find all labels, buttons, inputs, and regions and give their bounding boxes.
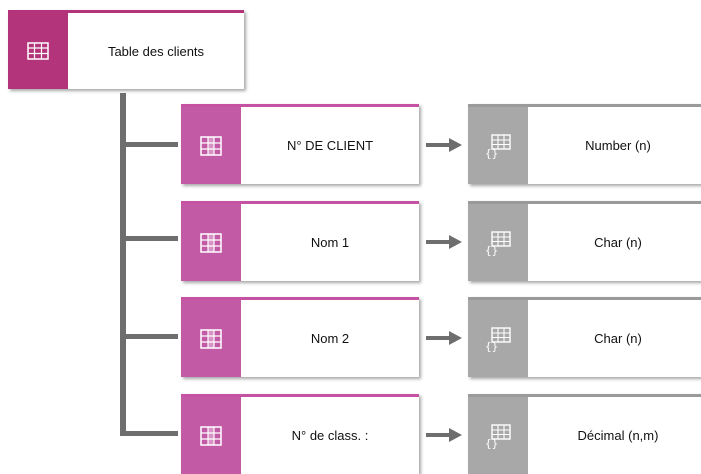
column-icon — [181, 107, 241, 184]
connector-trunk — [120, 93, 126, 436]
datatype-name: Number (n) — [585, 138, 651, 153]
svg-text:{}: {} — [485, 147, 498, 159]
column-icon — [181, 300, 241, 377]
column-name: N° DE CLIENT — [286, 138, 374, 153]
datatype-icon: {} — [468, 204, 528, 281]
column-name: N° de class. : — [291, 428, 369, 443]
datatype-name: Char (n) — [594, 331, 642, 346]
arrow-right-icon — [426, 235, 462, 249]
svg-text:{}: {} — [485, 244, 498, 256]
datatype-name: Décimal (n,m) — [577, 428, 659, 443]
svg-text:{}: {} — [485, 340, 498, 352]
datatype-node[interactable]: {} Number (n) — [468, 104, 701, 184]
column-node[interactable]: Nom 1 — [181, 201, 419, 281]
column-node[interactable]: N° DE CLIENT — [181, 104, 419, 184]
column-name: Nom 1 — [310, 235, 350, 250]
arrow-right-icon — [426, 331, 462, 345]
datatype-node[interactable]: {} Décimal (n,m) — [468, 394, 701, 474]
connector-branch — [120, 334, 178, 339]
table-node[interactable]: Table des clients — [8, 10, 244, 89]
datatype-node[interactable]: {} Char (n) — [468, 297, 701, 377]
column-name: Nom 2 — [310, 331, 350, 346]
column-icon — [181, 204, 241, 281]
datatype-node[interactable]: {} Char (n) — [468, 201, 701, 281]
arrow-right-icon — [426, 138, 462, 152]
datatype-icon: {} — [468, 397, 528, 474]
datatype-icon: {} — [468, 300, 528, 377]
table-name: Table des clients — [107, 43, 205, 59]
column-node[interactable]: N° de class. : — [181, 394, 419, 474]
arrow-right-icon — [426, 428, 462, 442]
connector-branch — [120, 142, 178, 147]
svg-text:{}: {} — [485, 437, 498, 449]
column-icon — [181, 397, 241, 474]
datatype-name: Char (n) — [594, 235, 642, 250]
table-icon — [8, 13, 68, 89]
datatype-icon: {} — [468, 107, 528, 184]
connector-branch — [120, 236, 178, 241]
column-node[interactable]: Nom 2 — [181, 297, 419, 377]
connector-branch — [120, 431, 178, 436]
